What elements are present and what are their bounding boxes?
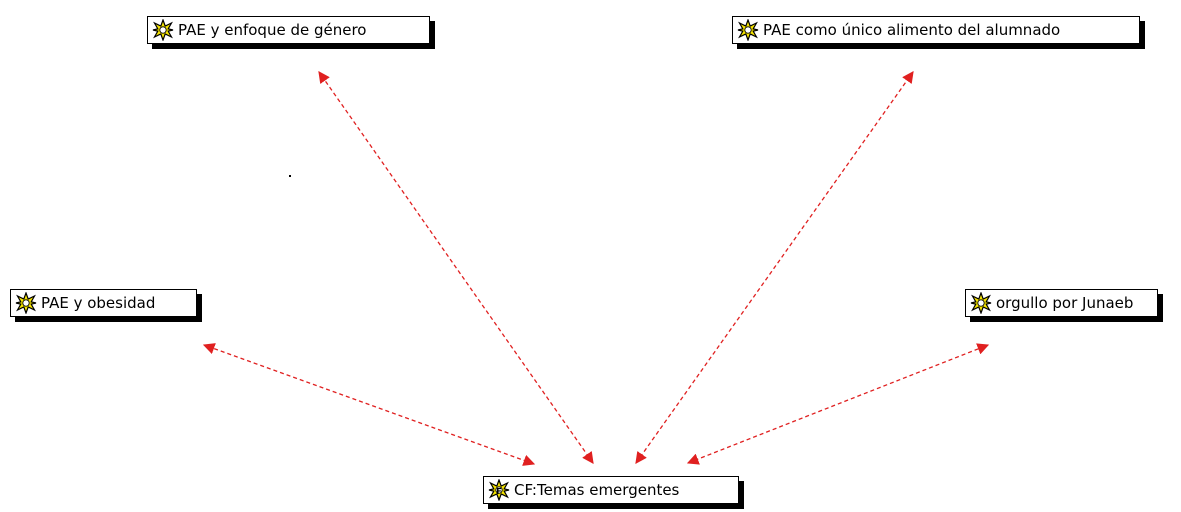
code-node-pae-obesidad[interactable]: PAE y obesidad	[10, 289, 197, 317]
code-star-icon	[970, 292, 992, 314]
code-node-label: PAE y obesidad	[41, 294, 156, 312]
code-node-pae-unico-alimento[interactable]: PAE como único alimento del alumnado	[732, 16, 1140, 44]
link-temas-unico	[635, 71, 914, 464]
code-node-label: orgullo por Junaeb	[996, 294, 1134, 312]
code-node-label: PAE como único alimento del alumnado	[763, 21, 1061, 39]
code-star-icon	[15, 292, 37, 314]
code-node-label: PAE y enfoque de género	[178, 21, 367, 39]
link-temas-obesidad	[202, 343, 536, 466]
link-temas-genero	[318, 71, 594, 464]
code-star-icon	[152, 19, 174, 41]
stray-dot	[289, 175, 291, 177]
code-family-star-icon: F	[488, 479, 510, 501]
code-star-icon	[737, 19, 759, 41]
code-family-node-temas-emergentes[interactable]: F CF:Temas emergentes	[483, 476, 739, 504]
code-node-label: CF:Temas emergentes	[514, 481, 680, 499]
link-temas-orgullo	[686, 343, 990, 465]
code-node-orgullo-junaeb[interactable]: orgullo por Junaeb	[965, 289, 1158, 317]
code-node-pae-genero[interactable]: PAE y enfoque de género	[147, 16, 430, 44]
svg-text:F: F	[496, 487, 501, 496]
